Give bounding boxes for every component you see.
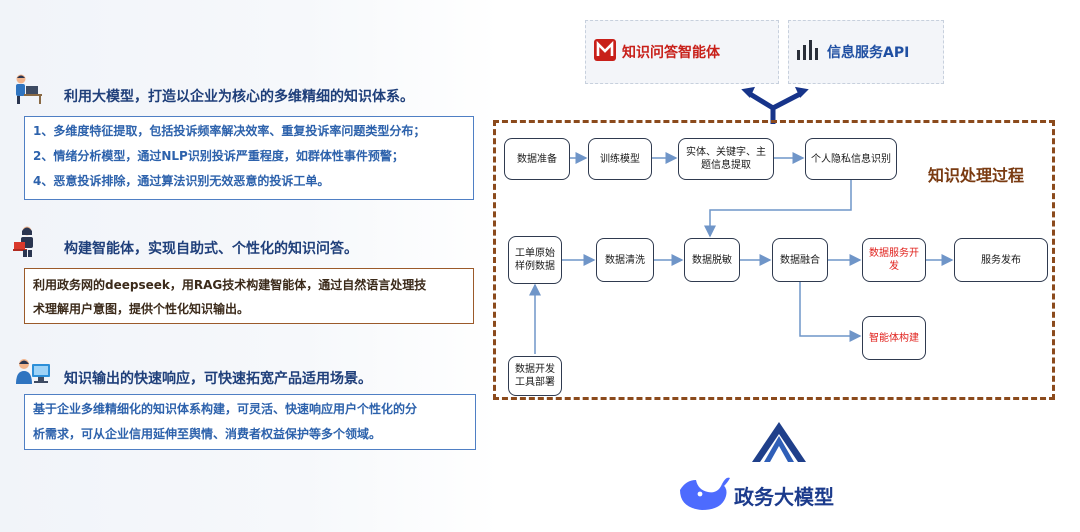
fork-arrow-icon <box>741 86 809 124</box>
section3-line2: 析需求，可从企业信用延伸至舆情、消费者权益保护等多个领域。 <box>33 427 382 441</box>
gov-llm-label: 政务大模型 <box>734 485 834 509</box>
node-raw-ticket-data: 工单原始样例数据 <box>508 236 562 284</box>
node-dev-tools-deploy: 数据开发工具部署 <box>508 356 562 396</box>
whale-logo-icon <box>676 468 732 514</box>
node-entity-extract: 实体、关键字、主题信息提取 <box>678 138 774 180</box>
node-data-prep: 数据准备 <box>504 138 570 180</box>
section3-title: 知识输出的快速响应，可快速拓宽产品适用场景。 <box>64 371 372 387</box>
node-privacy-detect: 个人隐私信息识别 <box>805 138 897 180</box>
info-service-api-label: 信息服务API <box>827 45 910 61</box>
section3-box: 基于企业多维精细化的知识体系构建，可灵活、快速响应用户个性化的分 析需求，可从企… <box>24 394 476 450</box>
knowledge-qa-agent-label: 知识问答智能体 <box>622 45 720 61</box>
node-data-desensitize: 数据脱敏 <box>684 238 740 282</box>
person-with-laptop-icon <box>10 224 44 258</box>
knowledge-process-frame <box>493 120 1055 400</box>
node-service-publish: 服务发布 <box>954 238 1048 282</box>
node-data-fuse: 数据融合 <box>772 238 828 282</box>
m-logo-icon <box>594 39 616 65</box>
process-title: 知识处理过程 <box>928 166 1025 185</box>
section1-line2: 2、情绪分析模型，通过NLP识别投诉严重程度，如群体性事件预警； <box>33 149 404 163</box>
node-data-clean: 数据清洗 <box>596 238 654 282</box>
section1-box: 1、多维度特征提取，包括投诉频率解决效率、重复投诉率问题类型分布； 2、情绪分析… <box>24 116 474 200</box>
bar-signal-icon <box>797 40 819 64</box>
info-service-api-box: 信息服务API <box>788 20 944 84</box>
node-train-model: 训练模型 <box>588 138 652 180</box>
up-chevron-icon <box>752 422 806 462</box>
person-at-desk-icon <box>10 72 44 106</box>
section1-line1: 1、多维度特征提取，包括投诉频率解决效率、重复投诉率问题类型分布； <box>33 124 426 138</box>
section2-title: 构建智能体，实现自助式、个性化的知识问答。 <box>64 241 358 257</box>
section2-box: 利用政务网的deepseek，用RAG技术构建智能体，通过自然语言处理技 术理解… <box>24 268 474 324</box>
node-agent-build: 智能体构建 <box>862 316 926 360</box>
knowledge-qa-agent-box: 知识问答智能体 <box>585 20 779 84</box>
section1-title: 利用大模型，打造以企业为核心的多维精细的知识体系。 <box>64 89 414 105</box>
section3-line1: 基于企业多维精细化的知识体系构建，可灵活、快速响应用户个性化的分 <box>33 402 418 416</box>
section2-line1: 利用政务网的deepseek，用RAG技术构建智能体，通过自然语言处理技 <box>33 278 427 292</box>
section1-line3: 4、恶意投诉排除，通过算法识别无效恶意的投诉工单。 <box>33 174 330 188</box>
section2-line2: 术理解用户意图，提供个性化知识输出。 <box>33 302 250 316</box>
node-data-service-dev: 数据服务开发 <box>862 238 926 282</box>
person-at-monitor-icon <box>14 356 50 390</box>
